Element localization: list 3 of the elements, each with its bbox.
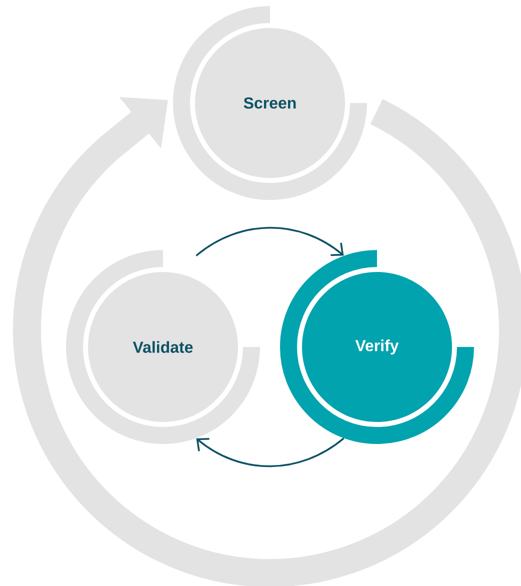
cycle-arrow [13, 97, 521, 586]
arrow [196, 438, 344, 468]
arrow [196, 226, 344, 256]
